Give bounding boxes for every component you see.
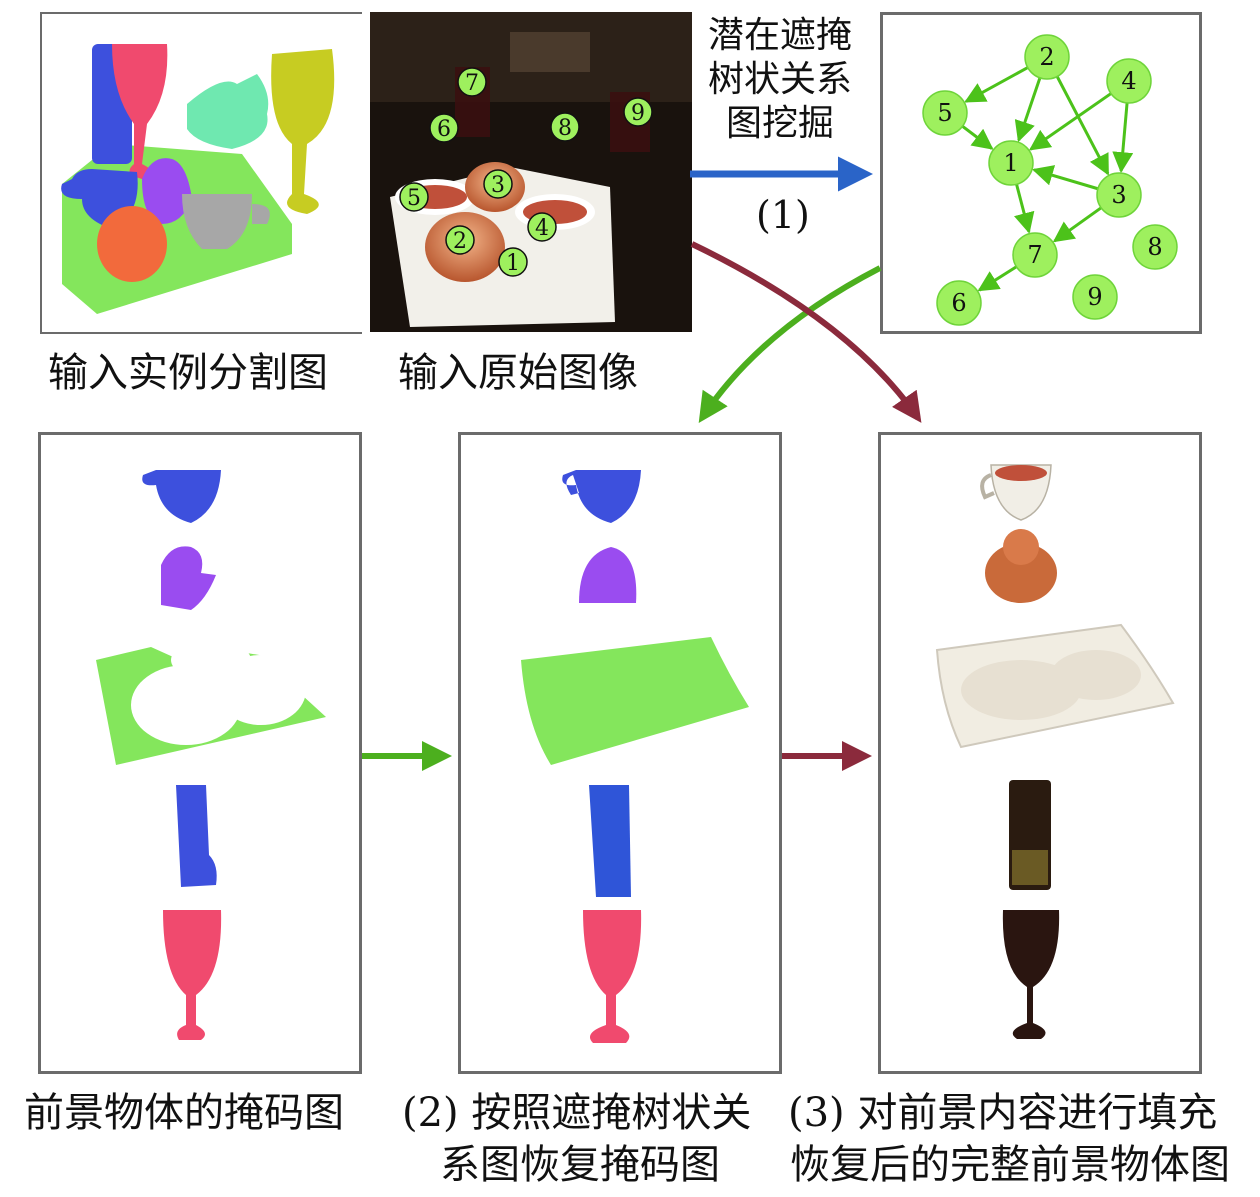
svg-text:6: 6 <box>437 117 451 142</box>
graph-edge-4-1 <box>1028 92 1112 151</box>
graph-edge-4-3 <box>1112 102 1134 174</box>
occlusion-tree-graph: 1 2 3 4 5 6 7 8 9 <box>922 34 1178 326</box>
graph-edge-3-1 <box>1031 165 1099 191</box>
graph-node-label: 5 <box>937 99 952 127</box>
graph-edge-5-1 <box>961 125 994 150</box>
foreground-masks-caption: 前景物体的掩码图 <box>24 1090 344 1136</box>
graph-node-1: 1 <box>988 140 1034 186</box>
svg-text:4: 4 <box>535 216 549 241</box>
occlusion-graph-panel: 1 2 3 4 5 6 7 8 9 <box>880 12 1202 334</box>
step1-label-line-1: 潜在遮掩 <box>708 15 853 56</box>
photo-marker-8: 8 <box>550 112 580 142</box>
graph-edge-2-3 <box>1055 75 1110 176</box>
graph-node-label: 2 <box>1039 43 1054 71</box>
photo-marker-3: 3 <box>483 169 513 199</box>
step2-caption-line-2: 系图恢复掩码图 <box>440 1142 720 1188</box>
graph-node-9: 9 <box>1072 274 1118 320</box>
step3-caption-line-1: (3) 对前景内容进行填充 <box>788 1090 1218 1136</box>
svg-text:5: 5 <box>407 186 421 211</box>
completed-objects-image <box>935 464 1175 1039</box>
graph-node-5: 5 <box>922 90 968 136</box>
restored-masks-panel <box>458 432 782 1074</box>
step1-label-line-3: 图挖掘 <box>726 103 835 144</box>
original-photo-image: 7 6 8 9 5 3 2 4 1 <box>370 12 692 332</box>
photo-marker-5: 5 <box>399 182 429 212</box>
graph-node-7: 7 <box>1012 232 1058 278</box>
graph-node-label: 1 <box>1003 149 1018 177</box>
graph-node-label: 6 <box>951 289 966 317</box>
graph-edge-2-5 <box>964 66 1029 103</box>
photo-marker-9: 9 <box>623 97 653 127</box>
restored-masks-image <box>521 470 749 1043</box>
graph-edge-7-6 <box>977 265 1018 292</box>
graph-node-6: 6 <box>936 280 982 326</box>
svg-text:7: 7 <box>465 71 479 96</box>
graph-node-4: 4 <box>1106 58 1152 104</box>
photo-marker-2: 2 <box>445 225 475 255</box>
graph-node-label: 7 <box>1027 241 1042 269</box>
graph-node-label: 9 <box>1087 283 1102 311</box>
completed-objects-panel <box>878 432 1202 1074</box>
graph-node-label: 4 <box>1121 67 1136 95</box>
graph-to-restore-arrow <box>698 265 882 424</box>
photo-marker-6: 6 <box>429 113 459 143</box>
photo-marker-7: 7 <box>457 67 487 97</box>
step1-label-line-2: 树状关系 <box>708 59 853 100</box>
graph-node-2: 2 <box>1024 34 1070 80</box>
step3-caption-line-2: 恢复后的完整前景物体图 <box>790 1142 1230 1188</box>
graph-edge-2-1 <box>1014 77 1042 143</box>
graph-node-3: 3 <box>1096 172 1142 218</box>
svg-text:3: 3 <box>491 173 505 198</box>
original-photo-panel: 7 6 8 9 5 3 2 4 1 <box>370 12 692 332</box>
svg-text:8: 8 <box>558 116 572 141</box>
foreground-masks-image <box>96 470 326 1040</box>
photo-marker-4: 4 <box>527 212 557 242</box>
step2-caption-line-1: (2) 按照遮掩树状关 <box>402 1090 752 1136</box>
graph-edge-1-7 <box>1014 183 1035 234</box>
graph-node-8: 8 <box>1132 224 1178 270</box>
svg-text:2: 2 <box>453 229 467 254</box>
svg-text:9: 9 <box>631 101 645 126</box>
instance-segmentation-caption: 输入实例分割图 <box>48 350 328 396</box>
graph-node-label: 8 <box>1147 233 1162 261</box>
photo-marker-1: 1 <box>498 247 528 277</box>
svg-text:1: 1 <box>506 251 520 276</box>
instance-segmentation-panel <box>40 12 362 334</box>
instance-segmentation-image <box>61 44 335 314</box>
original-image-caption: 输入原始图像 <box>398 350 638 396</box>
graph-node-label: 3 <box>1111 181 1126 209</box>
graph-edge-3-7 <box>1052 206 1102 243</box>
step1-number: (1) <box>756 193 810 237</box>
foreground-masks-panel <box>38 432 362 1074</box>
